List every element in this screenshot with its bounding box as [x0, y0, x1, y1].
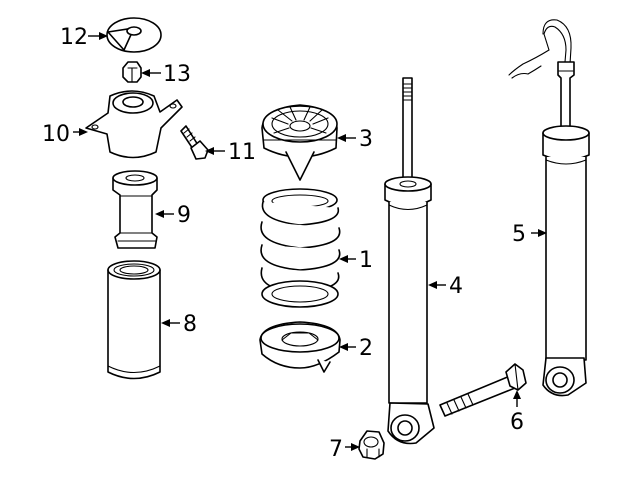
callout-10: 10 [42, 122, 70, 147]
callout-5: 5 [512, 222, 526, 247]
part-13-nut [122, 61, 142, 83]
arrow-6 [513, 390, 521, 399]
callout-11: 11 [228, 140, 256, 165]
callout-12: 12 [60, 25, 88, 50]
part-3-spring-seat-upper [261, 104, 338, 181]
arrow-10 [79, 128, 88, 136]
arrow-4 [428, 281, 437, 289]
arrow-8 [161, 319, 170, 327]
callout-1: 1 [359, 248, 373, 273]
part-10-upper-mount [85, 90, 183, 159]
part-12-washer [106, 17, 162, 53]
arrow-12 [99, 32, 108, 40]
part-8-dust-boot [107, 260, 161, 380]
callout-7: 7 [329, 437, 343, 462]
arrow-5 [538, 229, 547, 237]
arrow-9 [155, 210, 164, 218]
part-1-coil-spring [260, 188, 341, 308]
part-11-bolt [180, 125, 209, 160]
arrow-7 [351, 443, 360, 451]
part-5-shock-absorber [508, 19, 590, 397]
arrow-1 [339, 255, 348, 263]
part-6-bolt [439, 363, 527, 417]
callout-8: 8 [183, 312, 197, 337]
part-9-bump-stop [112, 170, 158, 249]
callout-6: 6 [510, 410, 524, 435]
part-4-shock-absorber [384, 77, 435, 445]
arrow-3 [337, 134, 346, 142]
part-7-nut [358, 430, 385, 460]
part-2-spring-seat-lower [259, 321, 341, 373]
callout-2: 2 [359, 336, 373, 361]
callout-3: 3 [359, 127, 373, 152]
arrow-2 [339, 343, 348, 351]
arrow-13 [141, 69, 150, 77]
callout-9: 9 [177, 203, 191, 228]
callout-4: 4 [449, 274, 463, 299]
arrow-11 [205, 147, 214, 155]
callout-13: 13 [163, 62, 191, 87]
